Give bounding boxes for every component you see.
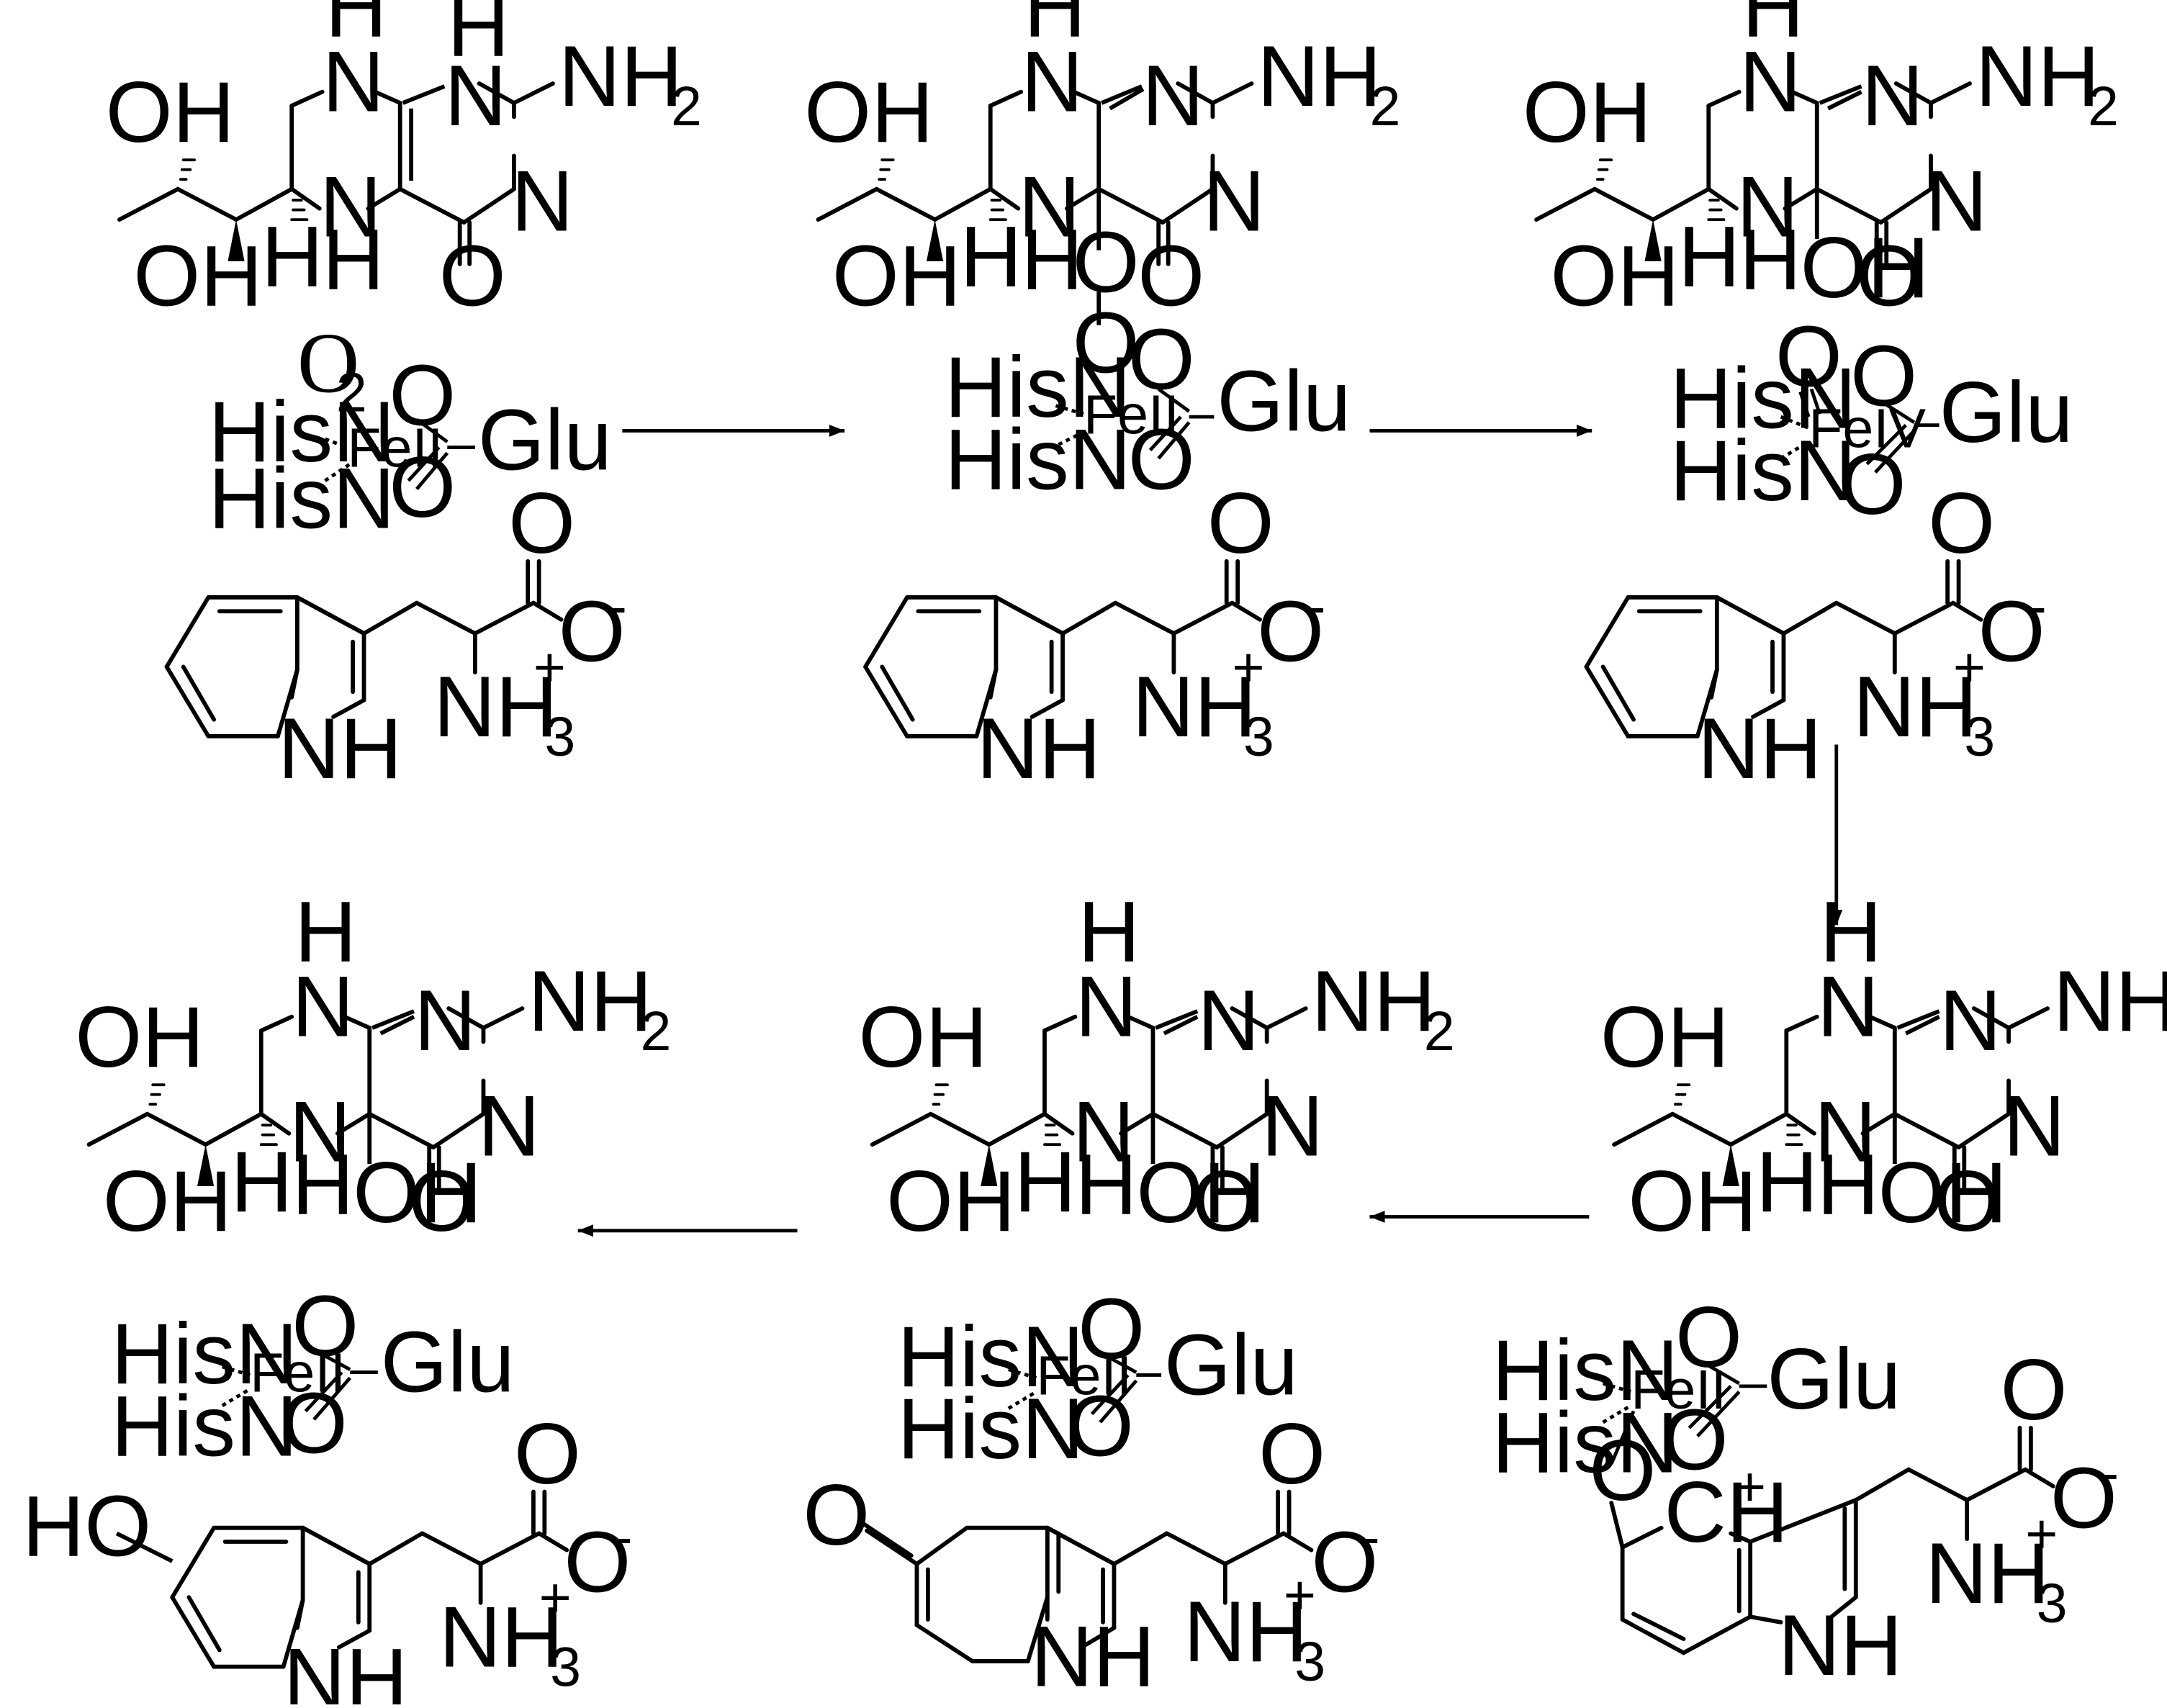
svg-text:HisN: HisN <box>897 1381 1084 1477</box>
molecule-peroxy-bh4: N N O O <box>804 0 1400 391</box>
svg-text:FeII: FeII <box>1036 1345 1132 1406</box>
svg-text:N: N <box>1197 973 1259 1069</box>
svg-text:3: 3 <box>2037 1573 2068 1635</box>
svg-text:NH: NH <box>1031 1609 1155 1704</box>
svg-text:HisN: HisN <box>1492 1396 1678 1491</box>
svg-text:-: - <box>2100 1442 2119 1504</box>
iron-complex-3: O HisN HisN FeIV O O Glu <box>1670 309 2073 533</box>
svg-text:O: O <box>1775 309 1842 405</box>
tryptophan-2 <box>865 476 1325 797</box>
svg-text:Glu: Glu <box>381 1315 515 1411</box>
svg-text:Glu: Glu <box>1940 365 2073 461</box>
svg-text:3: 3 <box>1294 1631 1325 1693</box>
molecule-4a-hydroxy-1: N N OH <box>1523 0 2119 325</box>
svg-text:O: O <box>1311 1514 1378 1610</box>
svg-text:OH: OH <box>1801 220 1929 316</box>
svg-text:HisN: HisN <box>1670 423 1856 519</box>
svg-text:Glu: Glu <box>1164 1317 1298 1413</box>
svg-text:+: + <box>1734 1456 1766 1518</box>
svg-text:OH: OH <box>353 1145 482 1241</box>
svg-text:Glu: Glu <box>1217 353 1351 449</box>
molecule-4a-hydroxy-2: N N OH <box>1600 884 2167 1249</box>
svg-text:N: N <box>444 48 506 144</box>
svg-text:FeII: FeII <box>1631 1359 1726 1421</box>
molecule-4a-hydroxy-3: N N OH <box>858 884 1454 1249</box>
svg-text:O: O <box>2050 1451 2117 1547</box>
svg-text:O: O <box>292 1278 359 1374</box>
keto-tryptophan: O NH O O - NH 3 + <box>803 1406 1380 1705</box>
iron-complex-5: HisN HisN FeII O O Glu <box>897 1281 1298 1477</box>
svg-text:-: - <box>1361 1506 1380 1568</box>
svg-text:HisN: HisN <box>945 340 1131 435</box>
svg-text:N: N <box>2003 1079 2065 1175</box>
svg-text:CH: CH <box>1664 1465 1789 1560</box>
svg-text:H: H <box>447 0 509 74</box>
svg-text:O: O <box>1258 1406 1325 1502</box>
svg-text:O: O <box>803 1468 870 1563</box>
svg-text:NH: NH <box>1778 1598 1903 1694</box>
svg-text:N: N <box>1261 1079 1323 1175</box>
svg-text:HisN: HisN <box>208 451 395 546</box>
svg-text:OH: OH <box>1878 1145 2007 1241</box>
iron-complex-4: HisN HisN FeII O O Glu O <box>1492 1290 1901 1519</box>
tryptophan-3 <box>1586 476 2046 797</box>
svg-text:HisN: HisN <box>1492 1323 1678 1419</box>
svg-text:HO: HO <box>22 1478 151 1574</box>
svg-text:O: O <box>2000 1342 2067 1438</box>
svg-text:N: N <box>478 1079 540 1175</box>
iron-complex-6: HisN HisN FeII O O Glu <box>111 1278 514 1474</box>
svg-text:N: N <box>1940 973 2001 1069</box>
svg-text:O: O <box>1073 295 1140 391</box>
svg-text:N: N <box>1142 48 1204 144</box>
iron-complex-1: O 2 HisN HisN FeII O O Glu <box>208 315 611 546</box>
svg-text:O: O <box>1850 329 1917 425</box>
svg-text:O: O <box>389 348 456 444</box>
svg-text:HisN: HisN <box>208 384 395 480</box>
svg-text:O: O <box>297 315 359 410</box>
svg-text:HisN: HisN <box>111 1378 297 1474</box>
svg-text:N: N <box>1203 154 1265 250</box>
svg-text:N: N <box>414 973 476 1069</box>
svg-text:N: N <box>511 154 573 250</box>
molecule-4a-hydroxy-4: N N OH <box>75 884 671 1249</box>
svg-text:+: + <box>1284 1564 1316 1626</box>
svg-text:O: O <box>1128 312 1195 408</box>
svg-text:FeII: FeII <box>250 1342 346 1404</box>
iron-complex-2: HisN HisN FeII O O Glu <box>945 312 1351 508</box>
svg-text:NH: NH <box>1925 1526 2050 1622</box>
molecule-bh4: N H N <box>106 0 702 325</box>
svg-text:2: 2 <box>336 361 367 423</box>
svg-text:O: O <box>1662 1393 1729 1488</box>
svg-text:N: N <box>1925 154 1987 250</box>
svg-text:N: N <box>1862 48 1924 144</box>
svg-text:O: O <box>1073 214 1140 310</box>
hydroxytryptophan: HO <box>22 1406 633 1704</box>
svg-text:HisN: HisN <box>897 1309 1084 1405</box>
svg-text:O: O <box>1675 1290 1742 1386</box>
arenium-cation: CH + NH O O - NH 3 + <box>1609 1342 2119 1694</box>
svg-text:HisN: HisN <box>1670 351 1856 447</box>
svg-text:O: O <box>1078 1281 1145 1377</box>
svg-text:FeIV: FeIV <box>1808 398 1926 460</box>
svg-text:OH: OH <box>1136 1145 1265 1241</box>
svg-text:HisN: HisN <box>111 1306 297 1402</box>
svg-text:+: + <box>2025 1503 2058 1565</box>
svg-text:HisN: HisN <box>945 412 1131 507</box>
svg-text:Glu: Glu <box>478 392 612 488</box>
svg-text:Glu: Glu <box>1767 1332 1901 1427</box>
svg-text:NH: NH <box>1184 1584 1308 1680</box>
